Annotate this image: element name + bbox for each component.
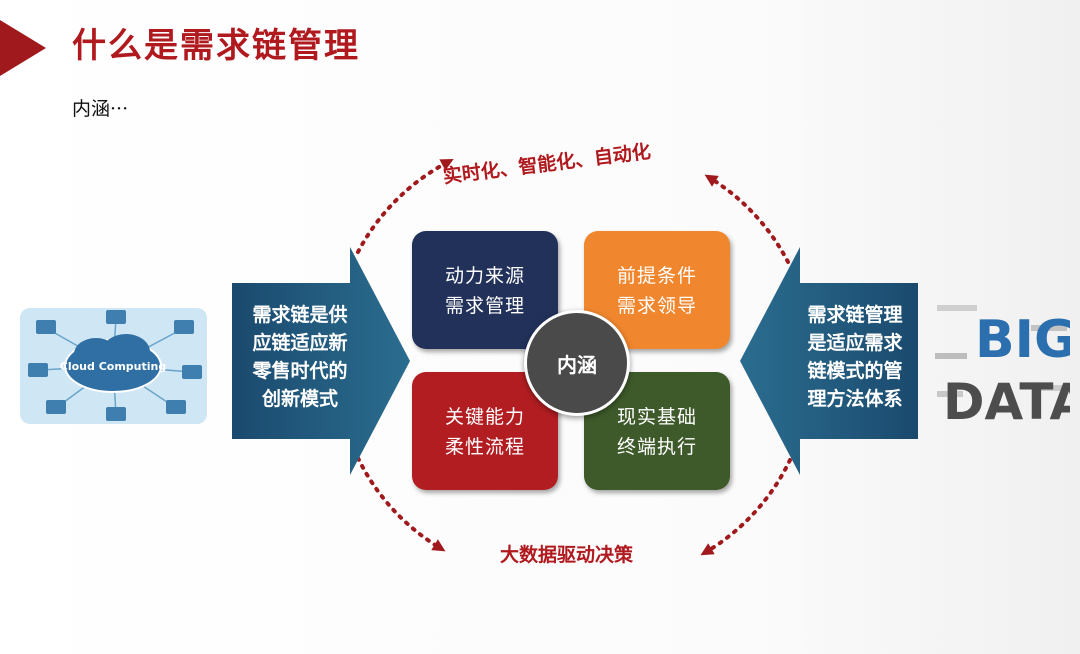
quadrant-bottom-left: 关键能力 柔性流程: [412, 372, 558, 490]
quadrant-bottom-right-text: 现实基础 终端执行: [616, 406, 697, 458]
left-arrow-block: 需求链是供 应链适应新 零售时代的 创新模式: [232, 247, 410, 475]
arc-top-left: [356, 159, 454, 254]
left-arrow-text: 需求链是供 应链适应新 零售时代的 创新模式: [252, 304, 348, 410]
arc-label-bottom: 大数据驱动决策: [500, 544, 634, 566]
slide-title: 什么是需求链管理: [72, 26, 360, 66]
quadrant-top-left: 动力来源 需求管理: [412, 231, 558, 349]
center-circle: 内涵: [524, 310, 630, 416]
big-data-image-line2: DATA: [943, 373, 1070, 431]
right-arrow-shape: [740, 247, 918, 475]
arc-top-right: [704, 174, 790, 264]
big-data-image: BIG DATA: [935, 305, 1070, 431]
cloud-computing-image: Cloud Computing: [20, 308, 207, 424]
cloud-computing-image-text: Cloud Computing: [60, 360, 166, 373]
left-arrow-shape: [232, 247, 410, 475]
center-circle-text: 内涵: [557, 353, 597, 377]
big-data-image-line1: BIG: [975, 310, 1070, 370]
arc-bottom-left: [356, 456, 446, 552]
quadrant-bottom-left-text: 关键能力 柔性流程: [444, 406, 525, 458]
slide-subtitle: 内涵···: [72, 98, 129, 120]
right-arrow-text: 需求链管理 是适应需求 链模式的管 理方法体系: [807, 304, 903, 410]
arc-bottom-right: [700, 458, 792, 556]
quadrant-top-left-text: 动力来源 需求管理: [444, 265, 525, 317]
right-arrow-block: 需求链管理 是适应需求 链模式的管 理方法体系: [740, 247, 918, 475]
quadrant-top-right-text: 前提条件 需求领导: [616, 265, 697, 317]
title-marker-arrow: [0, 20, 46, 76]
